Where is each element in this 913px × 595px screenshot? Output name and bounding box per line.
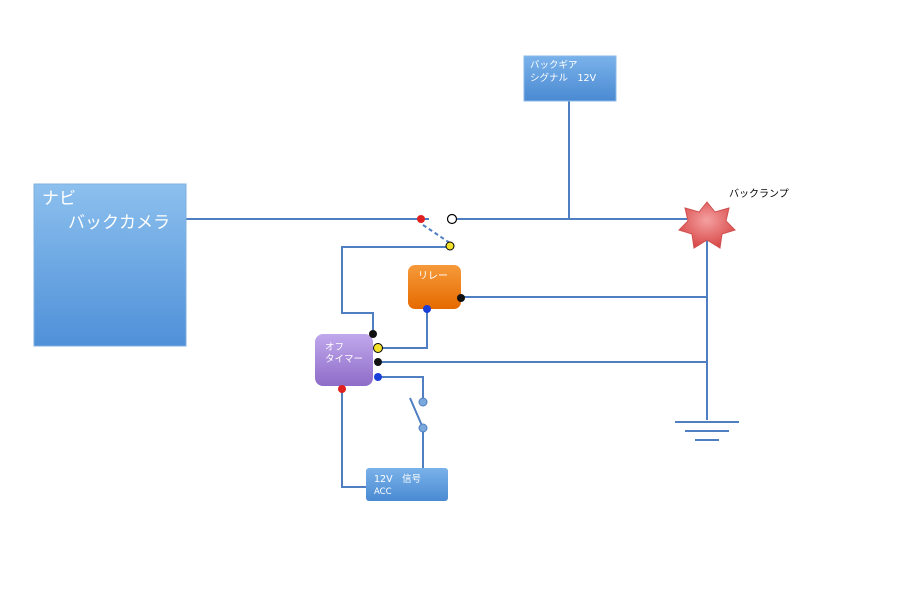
back-gear-box [523,55,617,102]
relay-label: リレー [418,271,448,282]
ground-icon [675,421,739,441]
wire-timer-to-acc [341,389,367,488]
terminal-blue-timer [374,373,382,381]
terminal-black-timer [374,358,382,366]
terminal-black-relay [457,294,465,302]
terminal-white-switch [446,213,458,225]
back-lamp-icon [678,201,736,249]
navi-box [33,183,187,347]
acc-label-1: 12V 信号 [374,474,422,485]
terminal-yellow-timer [373,343,383,353]
navi-label: ナビ [42,189,76,209]
acc-label-2: ACC [374,487,392,497]
manual-switch-contact-top [418,397,428,407]
off-timer-label-1: オフ [325,342,345,353]
back-camera-label: バックカメラ [68,213,170,233]
relay-box [408,265,461,309]
off-timer-label-2: タイマー [325,354,364,365]
acc-box [366,468,448,501]
off-timer-box [315,334,373,386]
terminal-blue-relay [423,305,431,313]
terminal-red-timer [338,385,346,393]
wire-switch-to-timer [341,246,450,334]
wire-timer-to-switch [378,376,424,402]
terminal-yellow-switch [445,241,455,251]
back-gear-label-2: シグナル 12V [530,73,597,84]
manual-switch-lever [409,397,424,429]
back-lamp-label: バックランプ [729,189,789,200]
relay-armature [422,224,451,244]
terminal-black-timer-top [369,330,377,338]
terminal-red-switch [417,215,425,223]
back-gear-label-1: バックギア [530,60,578,71]
manual-switch-contact-bottom [418,423,428,433]
wire-relay-to-timer [378,309,428,349]
wires [186,100,708,488]
